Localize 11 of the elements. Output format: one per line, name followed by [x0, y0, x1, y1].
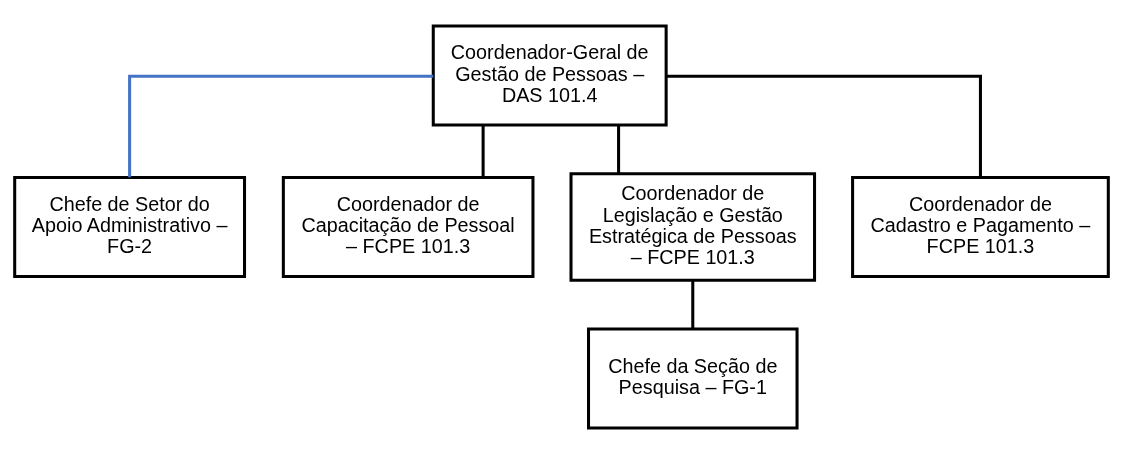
connector	[617, 124, 621, 174]
node-box: Coordenador de Legislação e Gestão Estratégica de Pessoas – FCPE 101.3	[569, 171, 817, 282]
node-box: Coordenador-Geral de Gestão de Pessoas – DAS 101.4	[431, 24, 668, 127]
node-box: Coordenador de Cadastro e Pagamento – FCPE 101.3	[851, 175, 1110, 278]
connector	[691, 279, 695, 329]
connector	[666, 74, 982, 177]
node-box: Chefe de Setor do Apoio Administrativo – FG-2	[13, 175, 247, 278]
connector	[481, 124, 485, 177]
connector	[128, 74, 434, 177]
node-box: Coordenador de Capacitação de Pessoal – FCPE 101.3	[281, 175, 535, 278]
node-box: Chefe da Seção de Pesquisa – FG-1	[587, 326, 799, 429]
